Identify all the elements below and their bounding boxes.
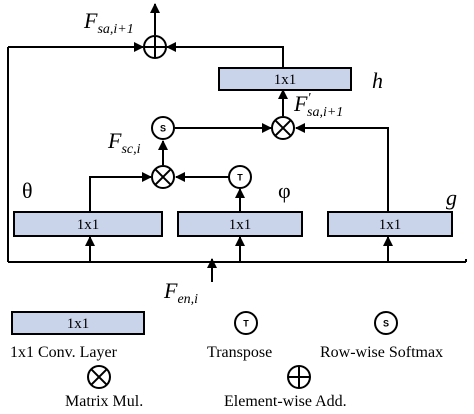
conv-phi-label: 1x1 [229,217,252,233]
theta-to-matmul [89,172,152,212]
conv-theta-label: 1x1 [77,217,100,233]
legend-transpose-symbol: T [243,319,249,329]
h-label: h [372,68,383,93]
legend-softmax-label: Row-wise Softmax [320,344,443,361]
softmax-icon: S [151,116,175,140]
output-tensor-label: Fsa,i+1 [83,8,134,37]
legend-conv-label: 1x1 Conv. Layer [10,344,118,361]
phi-label: φ [278,178,291,203]
legend: 1x1 1x1 Conv. Layer T Transpose S Row-wi… [10,311,443,410]
conv-g-label: 1x1 [379,217,402,233]
conv-block-h: 1x1 [218,67,352,91]
sa-prime-tensor-label: F'sa,i+1 [293,91,343,120]
sc-tensor-label: Fsc,i [107,128,141,157]
legend-matmul: Matrix Mul. [65,365,143,410]
legend-matmul-label: Matrix Mul. [65,393,143,409]
matrix-mul-icon-1 [151,165,175,189]
transpose-symbol: T [237,173,243,183]
matrix-mul-icon-2 [271,116,295,140]
element-wise-add-icon [143,35,167,59]
legend-conv-box-text: 1x1 [67,316,90,332]
transpose-icon: T [228,165,252,189]
legend-add: Element-wise Add. [224,365,347,410]
legend-softmax: S Row-wise Softmax [320,311,443,361]
legend-add-label: Element-wise Add. [224,393,347,409]
connections [7,3,467,282]
g-label: g [446,185,457,210]
softmax-to-matmul [175,117,284,129]
legend-matrix-mul-icon [87,365,111,389]
legend-transpose-label: Transpose [207,344,272,361]
h-to-add [166,42,284,70]
conv-block-phi: 1x1 [177,211,303,237]
legend-softmax-symbol: S [383,319,389,329]
input-tensor-label: Fen,i [163,278,198,307]
theta-label: θ [22,178,33,203]
legend-softmax-icon [374,311,398,335]
conv-h-label: 1x1 [274,72,297,88]
conv-block-theta: 1x1 [13,211,163,237]
legend-element-wise-add-icon [287,365,311,389]
g-to-matmul [295,123,389,212]
legend-conv: 1x1 1x1 Conv. Layer [10,311,145,361]
softmax-symbol: S [160,124,166,134]
legend-transpose-icon [234,311,258,335]
conv-block-g: 1x1 [327,211,453,237]
legend-transpose: T Transpose [207,311,272,361]
